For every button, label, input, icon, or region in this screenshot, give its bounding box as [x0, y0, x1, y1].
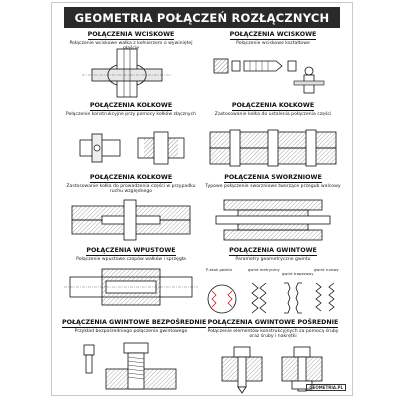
section-heading: POŁĄCZENIA GWINTOWE POŚREDNIE: [207, 319, 339, 328]
section-description: Przykład bezpośredniego połączenia gwint…: [74, 328, 188, 334]
section-pin-structural: POŁĄCZENIA KOŁKOWE Połączenie konstrukcy…: [62, 102, 200, 165]
section-description: Połączenie elementów konstrukcyjnych za …: [207, 328, 339, 339]
section-description: Połączenie wciskowe kształtowe: [236, 40, 310, 46]
pin-guiding-drawing: [71, 199, 191, 241]
indirect-thread-drawing: [221, 346, 323, 394]
section-press-fit-shaped: POŁĄCZENIA WCISKOWE Połączenie wciskowe …: [204, 31, 342, 94]
key-joint-drawing: [64, 268, 198, 306]
section-press-fit-collar: POŁĄCZENIA WCISKOWE Połączenie wciskowe …: [62, 31, 200, 98]
thread-label-metric: gwint metryczny: [248, 267, 280, 272]
section-heading: POŁĄCZENIA KOŁKOWE: [231, 102, 315, 111]
thread-label-trapezoid: gwint trapezowy: [282, 271, 314, 276]
thread-params-drawing: P-skok gwintu gwint metryczny gwint trap…: [206, 267, 340, 314]
pin-joint-drawing: [215, 199, 331, 241]
section-heading: POŁĄCZENIA WCISKOWE: [229, 31, 317, 40]
press-fit-shaped-drawing: [213, 58, 325, 94]
section-heading: POŁĄCZENIA GWINTOWE BEZPOŚREDNIE: [62, 319, 207, 328]
section-heading: POŁĄCZENIA WPUSTOWE: [86, 247, 176, 256]
section-description: Połączenie konstrukcyjne przy pomocy koł…: [65, 111, 197, 117]
publisher-logo: GEOMETRIA.PL: [306, 384, 346, 391]
section-description: Połączenie wciskowe wałka z kołnierzem o…: [69, 40, 193, 51]
section-key-joint: POŁĄCZENIA WPUSTOWE Połączenie wpustowe …: [62, 247, 200, 306]
section-heading: POŁĄCZENIA KOŁKOWE: [89, 102, 173, 111]
direct-thread-drawing: [83, 342, 177, 390]
section-description: Zastosowanie kołka do prowadzenia części…: [66, 183, 196, 194]
section-description: Połączenie wpustowe czopów wałków i sprz…: [76, 256, 186, 262]
thread-label-pipe: gwint rurowy: [314, 267, 340, 272]
section-heading: POŁĄCZENIA KOŁKOWE: [89, 174, 173, 183]
section-indirect-thread: POŁĄCZENIA GWINTOWE POŚREDNIE Połączenie…: [204, 319, 342, 394]
section-description: Zastosowanie kołka do ustalenia połączen…: [214, 111, 332, 117]
press-fit-collar-drawing: [82, 48, 172, 98]
poster-title: GEOMETRIA POŁĄCZEŃ ROZŁĄCZNYCH: [64, 7, 340, 28]
section-pin-locating: POŁĄCZENIA KOŁKOWE Zastosowanie kołka do…: [204, 102, 342, 167]
section-pin-joint: POŁĄCZENIA SWORZNIOWE Typowe połączenie …: [204, 174, 342, 241]
section-pin-guiding: POŁĄCZENIA KOŁKOWE Zastosowanie kołka do…: [62, 174, 200, 241]
section-heading: POŁĄCZENIA SWORZNIOWE: [224, 174, 322, 183]
section-description: Typowe połączenie sworzniowe tworzące pr…: [205, 183, 341, 189]
section-description: Parametry geometryczne gwintu: [235, 256, 311, 262]
section-heading: POŁĄCZENIA WCISKOWE: [87, 31, 175, 40]
poster: GEOMETRIA POŁĄCZEŃ ROZŁĄCZNYCH POŁĄCZENI…: [51, 2, 353, 396]
pin-locating-drawing: [209, 129, 337, 167]
thread-label-pitch: P-skok gwintu: [206, 267, 233, 272]
section-direct-thread: POŁĄCZENIA GWINTOWE BEZPOŚREDNIE Przykła…: [62, 319, 207, 390]
pin-structural-drawing: [79, 131, 185, 165]
section-heading: POŁĄCZENIA GWINTOWE: [229, 247, 317, 256]
section-thread-params: POŁĄCZENIA GWINTOWE Parametry geometrycz…: [204, 247, 342, 314]
